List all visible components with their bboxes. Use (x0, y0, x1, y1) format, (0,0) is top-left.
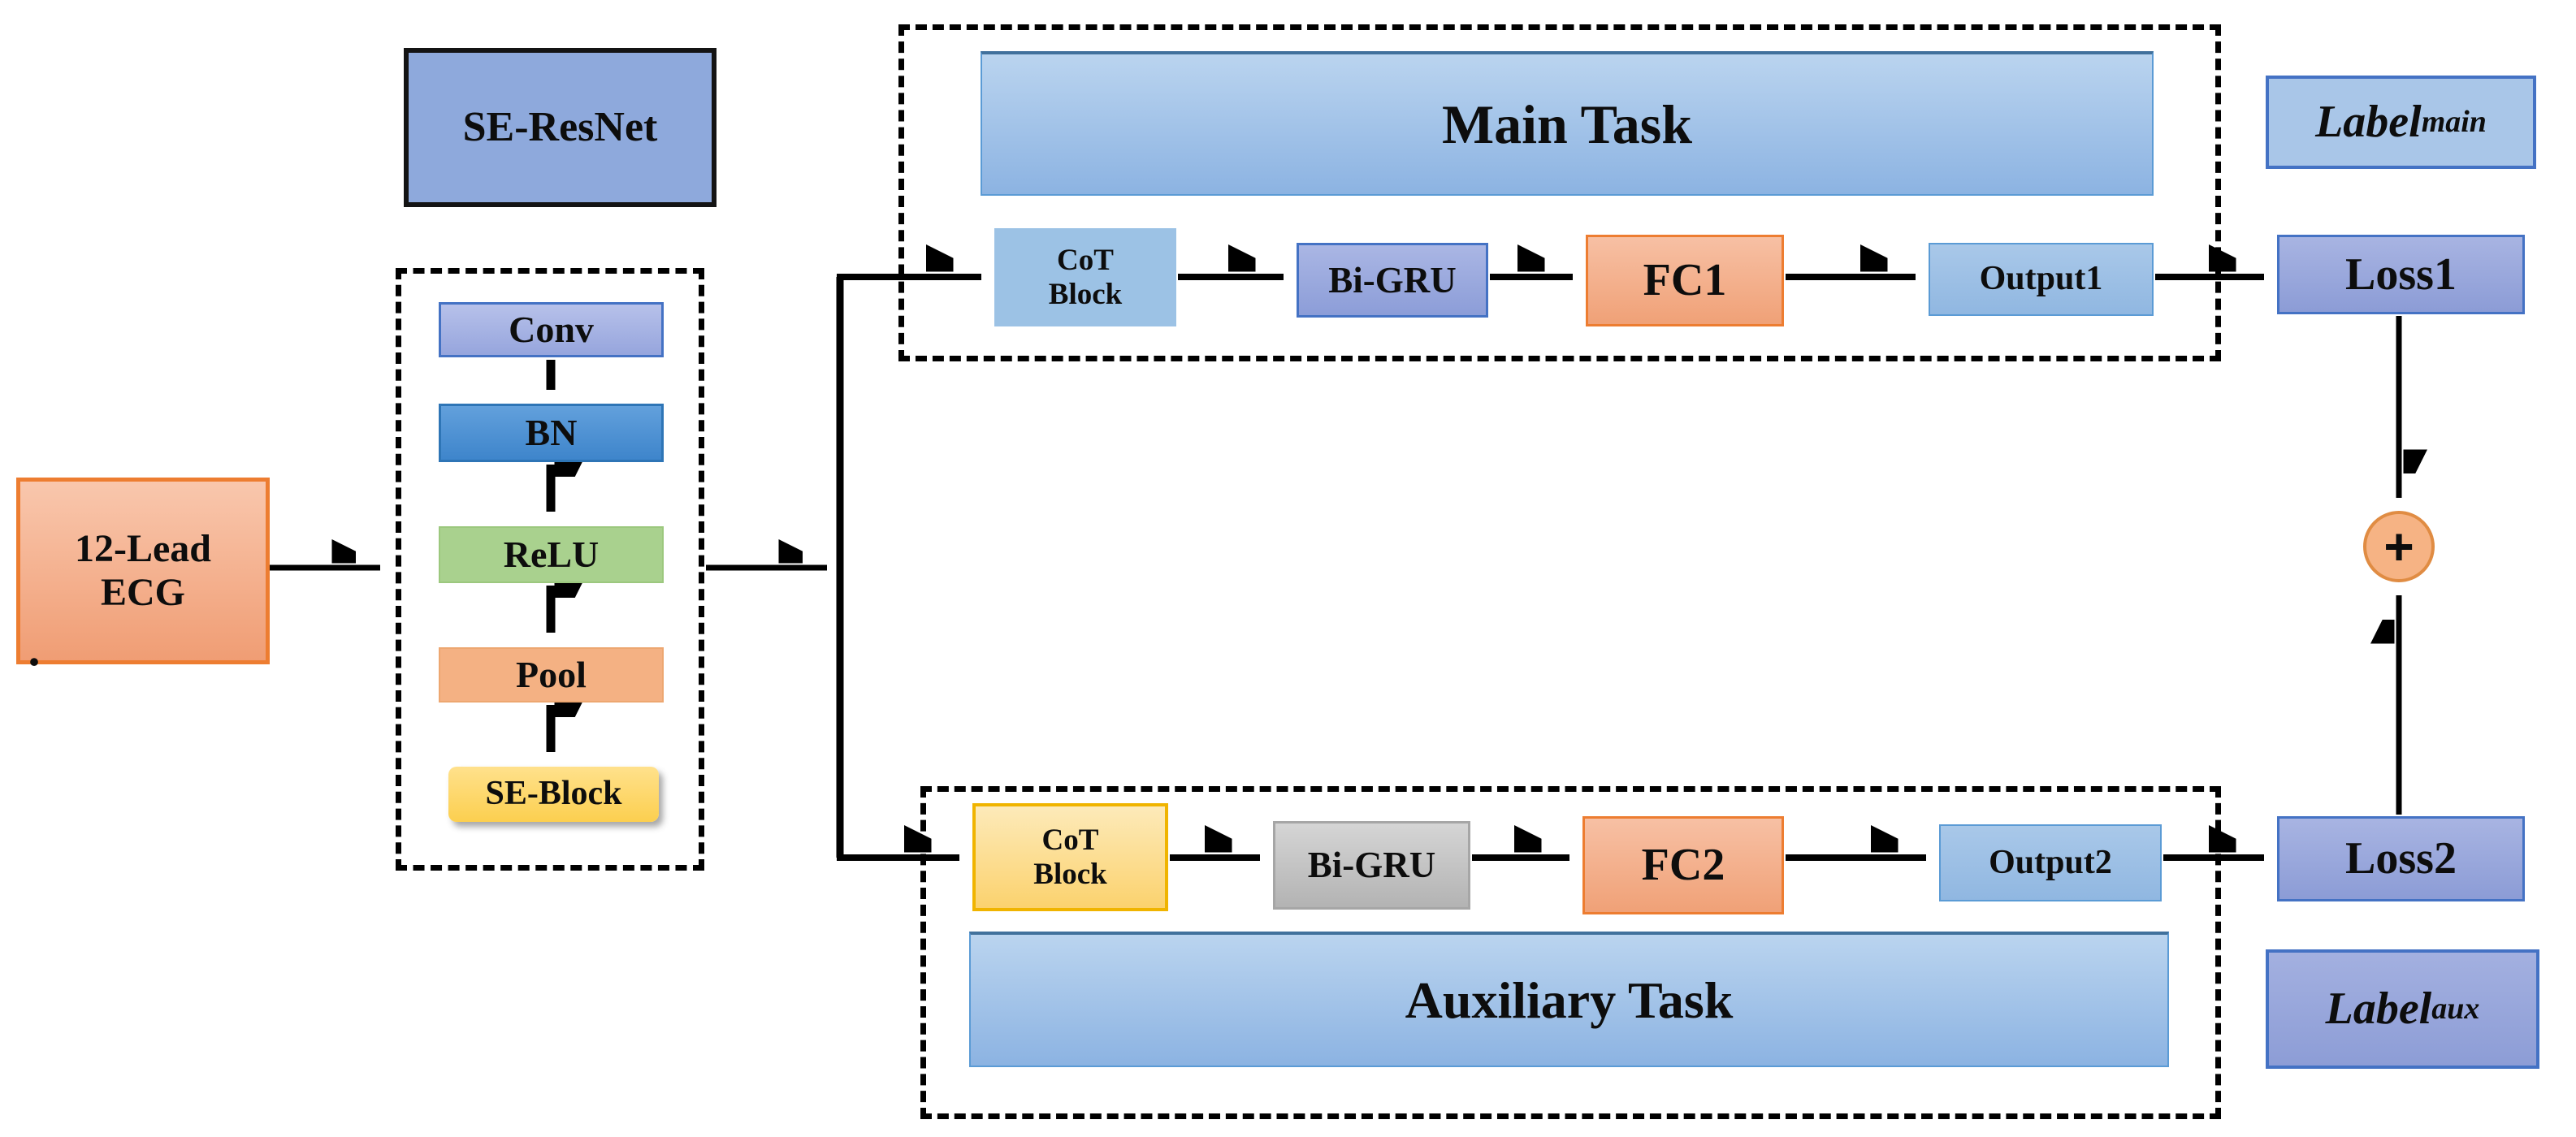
auxiliary-task-group (920, 786, 2221, 1119)
fc2-box: FC2 (1582, 816, 1784, 914)
plus-combiner-icon: + (2363, 511, 2435, 582)
input-ecg-box: 12-Lead ECG (16, 478, 270, 664)
label-main-base: Label (2315, 97, 2422, 148)
loss2-box: Loss2 (2277, 816, 2525, 901)
ecg-label-line2: ECG (100, 571, 185, 614)
main-task-header: Main Task (981, 51, 2154, 196)
main-task-group (898, 24, 2221, 361)
label-aux-base: Label (2325, 984, 2432, 1035)
main-cot-block-box: CoT Block (994, 228, 1176, 326)
main-bigru-box: Bi-GRU (1297, 243, 1488, 318)
output1-box: Output1 (1929, 243, 2154, 316)
label-main-subscript: main (2421, 105, 2487, 140)
aux-cot-line2: Block (1033, 857, 1107, 891)
stray-dot: . (28, 622, 41, 677)
output2-box: Output2 (1939, 824, 2162, 901)
se-resnet-backbone-group (396, 268, 704, 871)
label-aux-subscript: aux (2431, 992, 2480, 1027)
aux-cot-line1: CoT (1041, 824, 1099, 858)
loss1-box: Loss1 (2277, 235, 2525, 314)
aux-bigru-box: Bi-GRU (1273, 821, 1470, 910)
ecg-label-line1: 12-Lead (75, 527, 211, 571)
main-cot-line1: CoT (1057, 244, 1114, 278)
main-cot-line2: Block (1048, 277, 1123, 311)
se-resnet-title-box: SE-ResNet (404, 48, 717, 207)
fc1-box: FC1 (1586, 235, 1784, 326)
aux-cot-block-box: CoT Block (972, 803, 1168, 911)
relu-layer-box: ReLU (439, 526, 664, 583)
aux-task-header: Auxiliary Task (969, 932, 2169, 1067)
conv-layer-box: Conv (439, 302, 664, 357)
se-block-box: SE-Block (448, 767, 659, 822)
bn-layer-box: BN (439, 404, 664, 462)
pool-layer-box: Pool (439, 647, 664, 703)
